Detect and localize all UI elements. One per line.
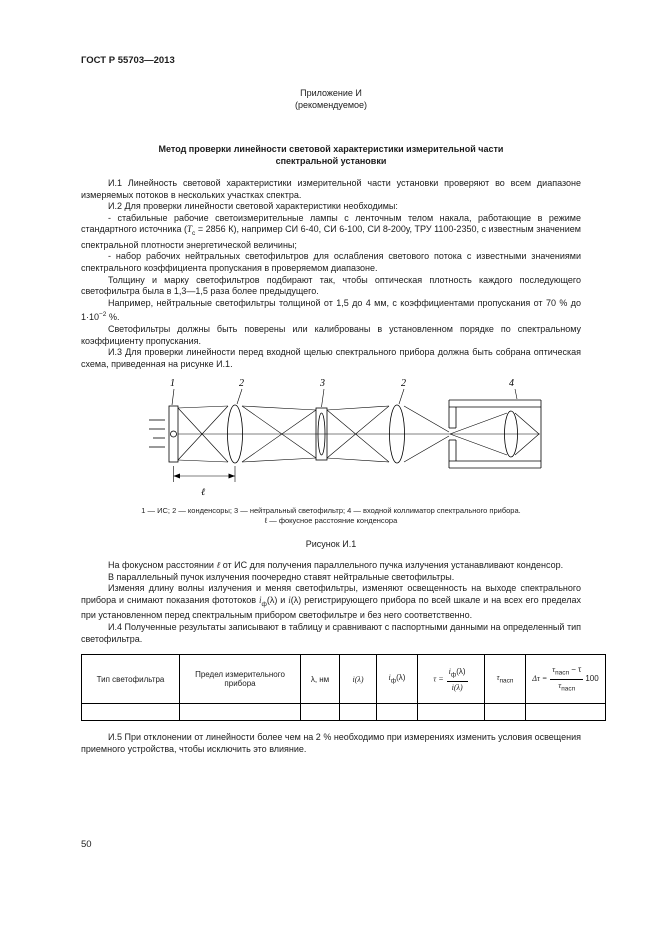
dimension-focal-length xyxy=(173,466,236,483)
figure-callout-4: 4 xyxy=(509,378,514,389)
collimator-box xyxy=(448,399,542,469)
focal-length-symbol: ℓ xyxy=(201,487,205,498)
body-text-2: На фокусном расстоянии ℓ от ИС для получ… xyxy=(81,560,581,645)
paragraph: И.4 Полученные результаты записывают в т… xyxy=(81,622,581,644)
paragraph: На фокусном расстоянии ℓ от ИС для получ… xyxy=(108,560,564,571)
paragraph: И.3 Для проверки линейности перед входно… xyxy=(81,347,581,369)
figure: 1 2 3 2 4 ℓ 1 — ИС; 2 — конденсоры; 3 — … xyxy=(81,376,581,549)
paragraph: Изменяя длину волны излучения и меняя св… xyxy=(81,583,581,621)
th-photocurrent: i(λ) xyxy=(339,654,377,705)
section-title-line1: Метод проверки линейности световой харак… xyxy=(158,144,504,154)
appendix-note: (рекомендуемое) xyxy=(294,99,368,110)
table-cell-empty xyxy=(339,703,377,722)
table-cell-empty xyxy=(376,703,418,722)
doc-code: ГОСТ Р 55703—2013 xyxy=(81,55,175,66)
optical-schema-figure: 1 2 3 2 4 ℓ xyxy=(149,378,542,498)
ray-bundle-3 xyxy=(326,405,390,463)
paragraph: - стабильные рабочие светоизмерительные … xyxy=(81,212,581,250)
page-number: 50 xyxy=(81,839,92,850)
table-cell-empty xyxy=(300,703,340,722)
th-tau-passport: τпасп xyxy=(484,654,526,705)
figure-callout-3: 3 xyxy=(319,378,325,389)
ray-bundle-1 xyxy=(177,405,229,463)
paragraph: И.1 Линейность световой характеристики и… xyxy=(81,178,581,200)
paragraph: Светофильтры должны быть поверены или ка… xyxy=(81,323,581,346)
table-cell-empty xyxy=(525,703,606,722)
figure-number: Рисунок И.1 xyxy=(305,539,357,550)
table-cell-empty xyxy=(417,703,485,722)
figure-callout-1: 1 xyxy=(170,378,175,389)
th-tau-formula: τ = iф(λ)i(λ) xyxy=(417,654,485,705)
body-text-1: И.1 Линейность световой характеристики и… xyxy=(81,178,581,370)
ray-bundle-5 xyxy=(449,413,540,456)
collimator-lens xyxy=(504,410,518,458)
th-photocurrent-filtered: iф(λ) xyxy=(376,654,418,705)
appendix-heading: Приложение И (рекомендуемое) xyxy=(81,88,581,111)
appendix-label: Приложение И xyxy=(300,88,362,98)
table-cell-empty xyxy=(484,703,526,722)
figure-callout-2b: 2 xyxy=(401,378,406,389)
table-cell-empty xyxy=(81,703,180,722)
neutral-filter xyxy=(315,407,328,461)
page-content: ГОСТ Р 55703—2013 Приложение И (рекоменд… xyxy=(81,55,606,755)
label-leaders xyxy=(171,389,518,408)
ray-bundle-2 xyxy=(241,405,317,463)
section-title: Метод проверки линейности световой харак… xyxy=(81,143,581,167)
paragraph: В параллельный пучок излучения поочередн… xyxy=(108,571,455,582)
table-cell-empty xyxy=(179,703,301,722)
light-source xyxy=(149,405,179,463)
figure-caption: 1 — ИС; 2 — конденсоры; 3 — нейтральный … xyxy=(81,506,581,526)
paragraph: Например, нейтральные светофильтры толщи… xyxy=(81,297,581,323)
paragraph: И.2 Для проверки линейности световой хар… xyxy=(108,201,398,212)
th-instrument-limit: Предел измерительного прибора xyxy=(179,654,301,705)
results-table: Тип светофильтра Предел измерительного п… xyxy=(81,654,606,722)
th-filter-type: Тип светофильтра xyxy=(81,654,180,705)
table-header-row: Тип светофильтра Предел измерительного п… xyxy=(81,654,606,705)
condenser-lens-1 xyxy=(227,404,243,464)
paragraph: - набор рабочих нейтральных светофильтро… xyxy=(81,251,581,273)
figure-callout-2a: 2 xyxy=(239,378,244,389)
table-empty-row xyxy=(81,703,606,722)
th-wavelength: λ, нм xyxy=(300,654,340,705)
figure-caption-line1: 1 — ИС; 2 — конденсоры; 3 — нейтральный … xyxy=(141,506,521,516)
condenser-lens-2 xyxy=(389,404,405,464)
body-text-3: И.5 При отклонении от линейности более ч… xyxy=(81,732,581,755)
paragraph: И.5 При отклонении от линейности более ч… xyxy=(81,732,581,754)
section-title-line2: спектральной установки xyxy=(275,156,387,166)
ray-bundle-4 xyxy=(403,406,450,463)
figure-caption-line2: ℓ — фокусное расстояние конденсора xyxy=(264,516,398,526)
paragraph: Толщину и марку светофильтров подбирают … xyxy=(81,274,581,297)
